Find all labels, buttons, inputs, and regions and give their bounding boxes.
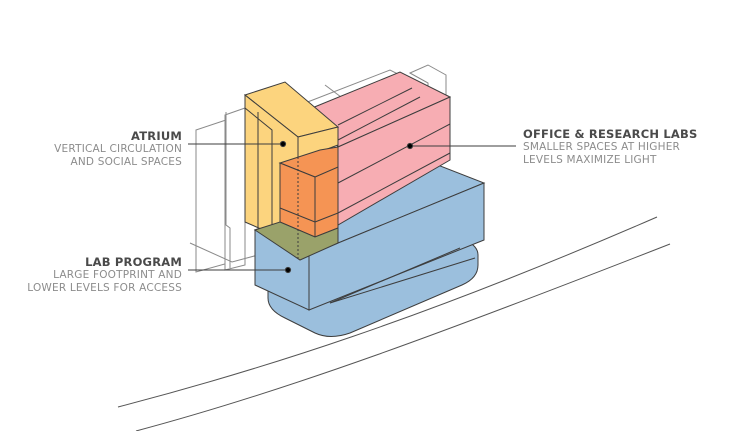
lab-program-desc-line2: LOWER LEVELS FOR ACCESS	[27, 282, 182, 294]
office-research-label: OFFICE & RESEARCH LABS SMALLER SPACES AT…	[523, 128, 733, 167]
road-curve-outer	[117, 216, 658, 408]
lab-block-side	[308, 182, 485, 311]
lab-program-mass	[253, 159, 486, 337]
road-curves	[117, 216, 671, 431]
lab-program-label: LAB PROGRAM LARGE FOOTPRINT AND LOWER LE…	[20, 256, 182, 295]
office-research-title: OFFICE & RESEARCH LABS	[523, 127, 698, 141]
leader-lab-dot	[284, 266, 292, 274]
lab-program-desc-line1: LARGE FOOTPRINT AND	[53, 269, 182, 281]
atrium-lab-overlap	[253, 137, 339, 261]
atrium-desc-line1: VERTICAL CIRCULATION	[54, 143, 182, 155]
road-curve-inner	[135, 243, 671, 431]
atrium-office-overlap	[278, 146, 339, 238]
atrium-label: ATRIUM VERTICAL CIRCULATION AND SOCIAL S…	[40, 130, 182, 169]
office-research-desc-line1: SMALLER SPACES AT HIGHER	[523, 141, 681, 153]
lab-program-title: LAB PROGRAM	[85, 255, 182, 269]
leader-office-dot	[406, 142, 414, 150]
context-buildings-left	[189, 107, 259, 273]
leader-atrium-dot	[279, 140, 287, 148]
atrium-desc-line2: AND SOCIAL SPACES	[70, 156, 182, 168]
atrium-title: ATRIUM	[131, 129, 182, 143]
office-research-desc-line2: LEVELS MAXIMIZE LIGHT	[523, 154, 657, 166]
leader-lines	[188, 140, 516, 274]
